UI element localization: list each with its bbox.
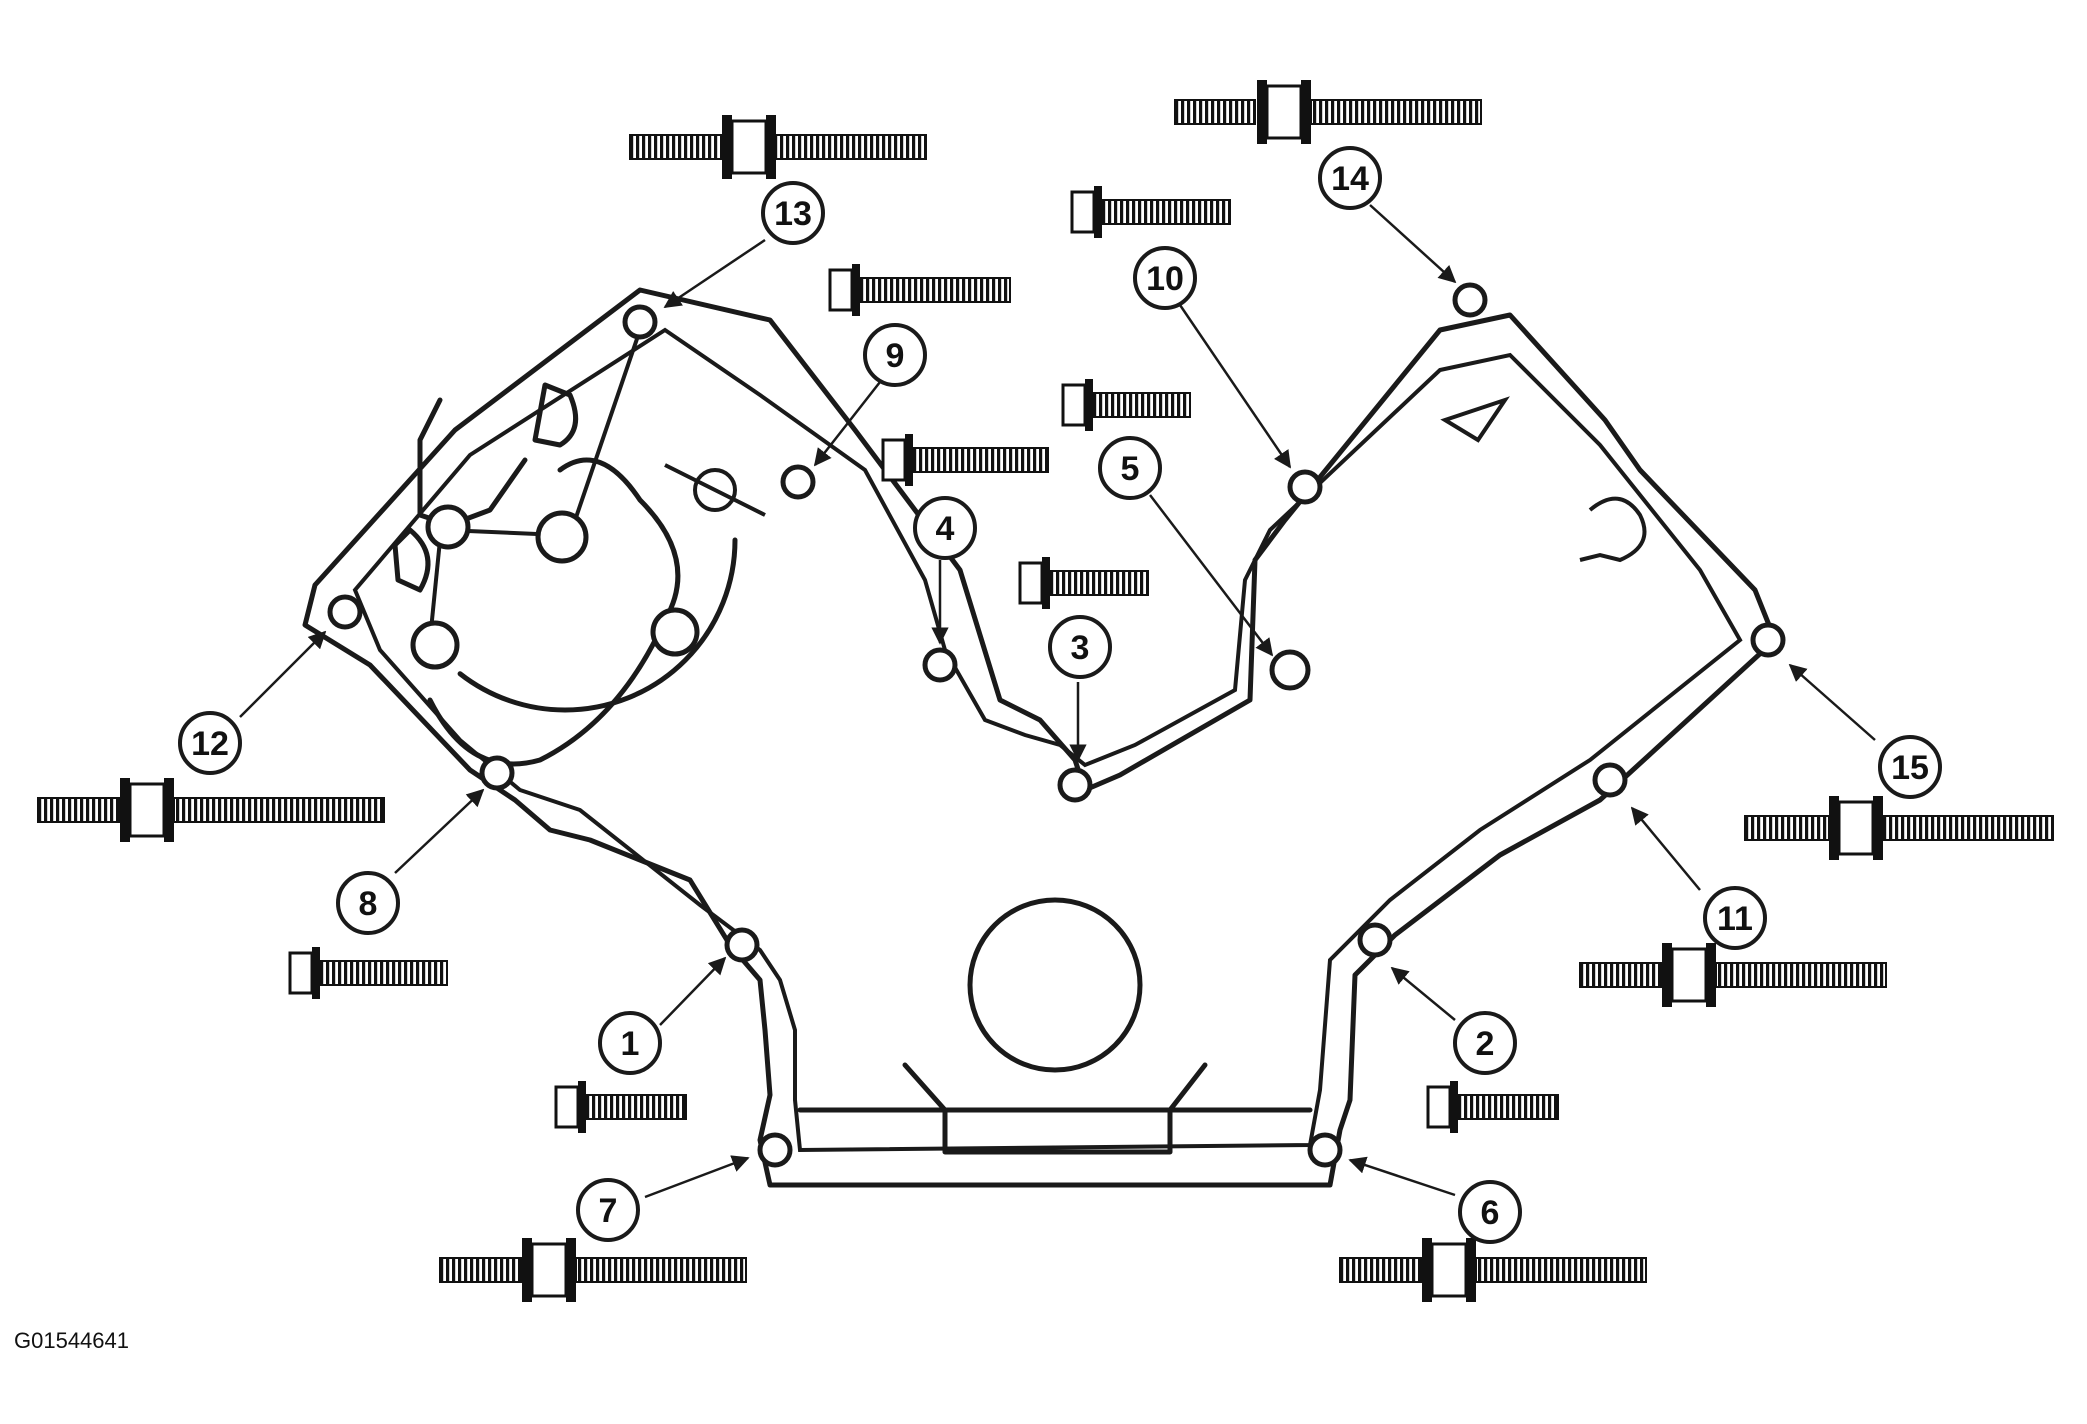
callout-9: 9 xyxy=(863,323,927,387)
leader-lines xyxy=(239,204,1876,1199)
callout-label-7: 7 xyxy=(599,1192,618,1230)
callout-label-11: 11 xyxy=(1717,900,1753,938)
bolt-long-7 xyxy=(439,1238,747,1302)
callout-label-6: 6 xyxy=(1481,1194,1500,1232)
callout-2: 2 xyxy=(1453,1011,1517,1075)
bolt-short-10 xyxy=(1070,186,1231,238)
callout-14: 14 xyxy=(1318,146,1382,210)
callout-7: 7 xyxy=(576,1178,640,1242)
bolt-holes xyxy=(327,282,1786,1168)
bolt-short-2 xyxy=(1426,1081,1559,1133)
bolt-short-9 xyxy=(828,264,1011,316)
callout-15: 15 xyxy=(1878,735,1942,799)
bolt-long-11 xyxy=(1579,943,1887,1007)
callout-label-12: 12 xyxy=(191,725,229,763)
callout-label-8: 8 xyxy=(359,885,378,923)
callout-1: 1 xyxy=(598,1011,662,1075)
callout-11: 11 xyxy=(1703,886,1767,950)
callout-13: 13 xyxy=(761,181,825,245)
bolt-short-5 xyxy=(1061,379,1191,431)
callout-label-9: 9 xyxy=(886,337,905,375)
bolt-long-14 xyxy=(1174,80,1482,144)
callout-10: 10 xyxy=(1133,246,1197,310)
figure-id: G01544641 xyxy=(14,1328,129,1353)
callout-12: 12 xyxy=(178,711,242,775)
bolt-short-1 xyxy=(554,1081,687,1133)
bolt-short-4 xyxy=(881,434,1049,486)
bolt-long-6 xyxy=(1339,1238,1647,1302)
callout-5: 5 xyxy=(1098,436,1162,500)
bolt-short-3 xyxy=(1018,557,1149,609)
callout-8: 8 xyxy=(336,871,400,935)
bolt-long-13 xyxy=(629,115,927,179)
timing-cover-outline xyxy=(302,287,1778,1188)
callout-label-14: 14 xyxy=(1331,160,1369,198)
callout-label-3: 3 xyxy=(1071,629,1090,667)
bolt-long-12 xyxy=(37,778,385,842)
callout-label-13: 13 xyxy=(774,195,812,233)
callout-label-1: 1 xyxy=(621,1025,640,1063)
callout-label-4: 4 xyxy=(936,510,955,548)
callout-6: 6 xyxy=(1458,1180,1522,1244)
callout-label-2: 2 xyxy=(1476,1025,1495,1063)
callout-label-5: 5 xyxy=(1121,450,1140,488)
bolt-short-8 xyxy=(288,947,448,999)
callout-label-15: 15 xyxy=(1891,749,1929,787)
callout-3: 3 xyxy=(1048,615,1112,679)
callout-4: 4 xyxy=(913,496,977,560)
callout-label-10: 10 xyxy=(1146,260,1184,298)
bolt-long-15 xyxy=(1744,796,2054,860)
